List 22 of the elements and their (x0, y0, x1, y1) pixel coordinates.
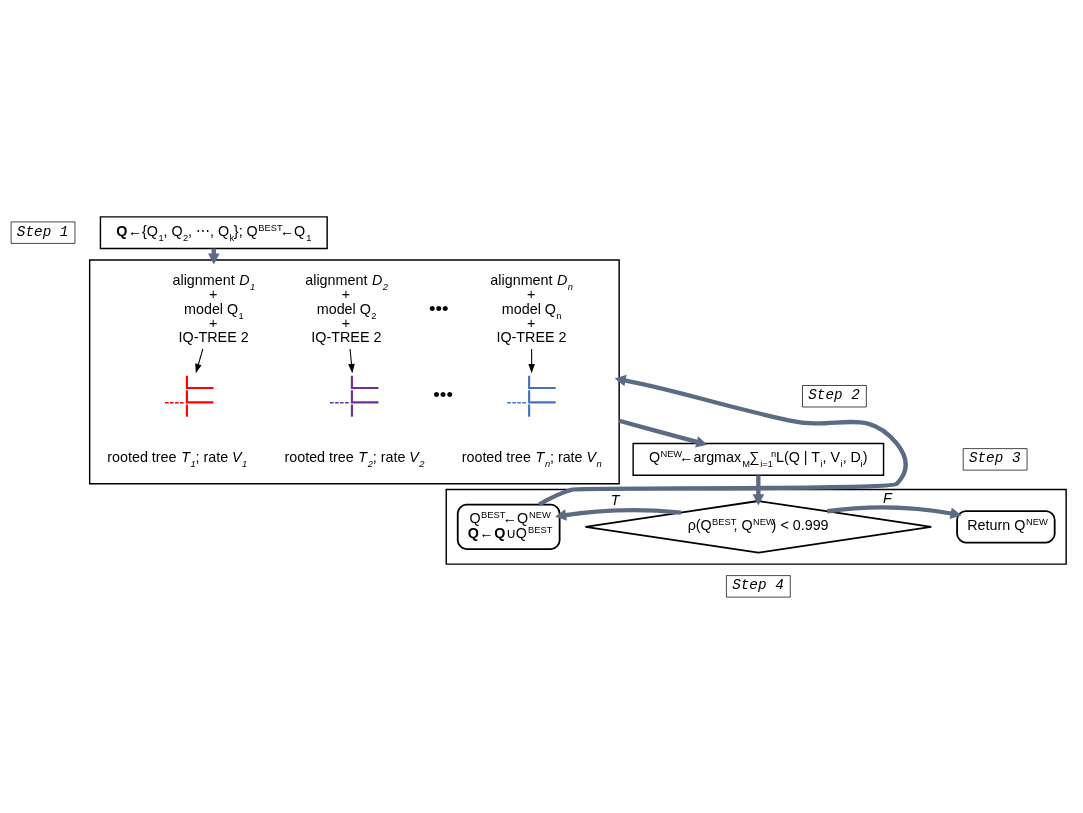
node-box: Q$^{NEW}$←argmax$_{M}$∑$_{i=1}$$^{n}$L(Q | T$_{i}$, V$_{i}$, D$_{i}$) (632, 442, 885, 476)
node-box: Step 3 (962, 447, 1028, 470)
node-box: Step 2 (802, 384, 867, 407)
arrow (752, 474, 765, 505)
node-text: alignment D$_{n}$ + model Q$_{n}$ + IQ-TREE 2 (490, 271, 574, 345)
node-box: Q$^{BEST}$←Q$^{NEW}$ Q←Q∪Q$^{BEST}$ (456, 503, 561, 550)
node-text: alignment D$_{1}$ + model Q$_{1}$ + IQ-TREE 2 (172, 271, 256, 345)
node-label: rooted tree T$_{2}$; rate V$_{2}$ (284, 448, 425, 469)
cluster (445, 488, 1067, 565)
arrow (195, 347, 204, 373)
label: ••• (433, 383, 453, 405)
node-text: alignment D$_{2}$ + model Q$_{2}$ + IQ-TREE 2 (305, 271, 388, 345)
node-box: Q←{Q$_{1}$, Q$_{2}$, ⋯, Q$_{k}$}; Q$^{BEST}$←Q$_{1}$ (99, 215, 328, 249)
node-box: Step 1 (10, 221, 76, 244)
arrow (348, 347, 355, 373)
node-label: rooted tree T$_{1}$; rate V$_{1}$ (107, 448, 248, 469)
cluster (88, 258, 620, 484)
node-label: rooted tree T$_{n}$; rate V$_{n}$ (461, 448, 602, 469)
node-box: Return Q$^{NEW}$ (956, 509, 1056, 543)
arrow (618, 418, 708, 447)
node-box: Step 4 (726, 574, 791, 597)
label: ••• (429, 297, 449, 319)
